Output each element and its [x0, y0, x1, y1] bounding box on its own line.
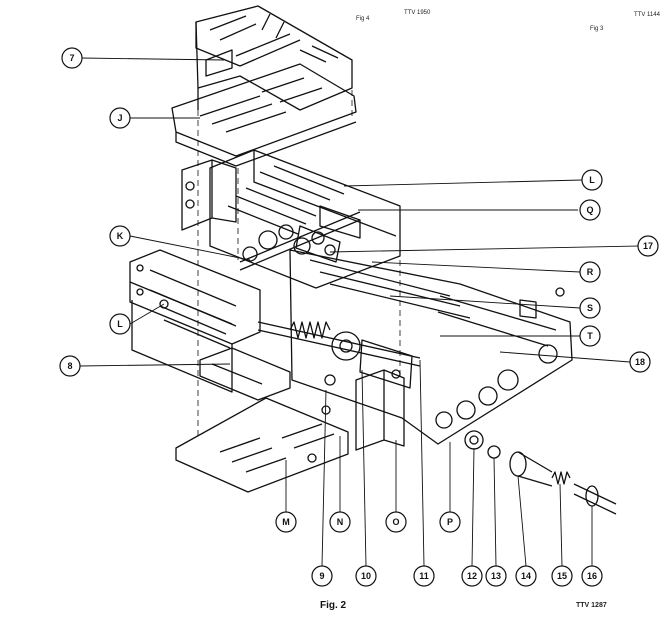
leader-lines — [79, 57, 639, 567]
svg-text:O: O — [392, 517, 399, 527]
callout-o: O — [385, 511, 407, 533]
callout-q: Q — [579, 199, 601, 221]
bottom-plate-m — [175, 397, 349, 493]
svg-text:11: 11 — [419, 571, 429, 581]
part-12-nut — [464, 430, 484, 450]
lower-bracket-o — [355, 369, 405, 451]
callout-14: 14 — [515, 565, 537, 587]
svg-text:17: 17 — [643, 241, 653, 251]
svg-text:M: M — [282, 517, 290, 527]
svg-text:P: P — [447, 517, 453, 527]
callout-16: 16 — [581, 565, 603, 587]
part-15-spring — [551, 471, 571, 485]
callout-10: 10 — [355, 565, 377, 587]
part-13-washer — [487, 445, 501, 459]
svg-text:K: K — [117, 231, 124, 241]
figure-caption: Fig. 2 — [320, 600, 347, 611]
callout-18: 18 — [629, 351, 651, 373]
callout-k: K — [109, 225, 131, 247]
svg-text:N: N — [337, 517, 344, 527]
callout-15: 15 — [551, 565, 573, 587]
callout-8: 8 — [59, 355, 81, 377]
footer-ref-code: TTV 1287 — [576, 602, 607, 609]
svg-text:L: L — [117, 319, 123, 329]
svg-text:R: R — [587, 267, 594, 277]
svg-text:J: J — [117, 113, 122, 123]
callout-p: P — [439, 511, 461, 533]
svg-text:10: 10 — [361, 571, 371, 581]
svg-text:Q: Q — [586, 205, 593, 215]
header-fig-label: Fig 4 — [356, 16, 370, 22]
svg-text:T: T — [587, 331, 593, 341]
callout-n: N — [329, 511, 351, 533]
callout-j: J — [109, 107, 131, 129]
shaft-assembly — [257, 321, 421, 415]
callout-17: 17 — [637, 235, 659, 257]
gear-cluster — [239, 211, 361, 271]
callout-l-bottom: L — [109, 313, 131, 335]
part-16-shaft — [573, 483, 617, 515]
callout-13: 13 — [485, 565, 507, 587]
callout-r: R — [579, 261, 601, 283]
callout-l-top: L — [581, 169, 603, 191]
svg-text:8: 8 — [67, 361, 72, 371]
svg-text:16: 16 — [587, 571, 597, 581]
svg-text:9: 9 — [319, 571, 324, 581]
callout-m: M — [275, 511, 297, 533]
header-fig-right: Fig 3 — [590, 26, 604, 32]
callout-11: 11 — [413, 565, 435, 587]
callout-9: 9 — [311, 565, 333, 587]
callout-s: S — [579, 297, 601, 319]
callout-7: 7 — [61, 47, 83, 69]
callout-12: 12 — [461, 565, 483, 587]
callout-t: T — [579, 325, 601, 347]
left-bracket — [181, 159, 237, 231]
right-chassis-frame — [289, 249, 573, 445]
left-lower-plate — [199, 347, 291, 401]
top-bracket — [195, 5, 353, 111]
svg-text:L: L — [589, 175, 595, 185]
svg-text:18: 18 — [635, 357, 645, 367]
side-frame-k — [129, 249, 261, 393]
svg-text:14: 14 — [521, 571, 531, 581]
header-code-right: TTV 1144 — [634, 12, 660, 18]
svg-text:S: S — [587, 303, 593, 313]
main-chassis — [209, 149, 401, 289]
header-code-center: TTV 1950 — [404, 10, 431, 16]
assembly-axes — [197, 60, 401, 440]
svg-text:15: 15 — [557, 571, 567, 581]
svg-text:7: 7 — [69, 53, 74, 63]
svg-text:13: 13 — [491, 571, 501, 581]
plate-j — [171, 63, 357, 167]
callouts: 7 J L Q K 17 R S L T 8 18 M N O P 9 10 1… — [59, 47, 659, 587]
part-14-bushing — [509, 451, 553, 487]
svg-text:12: 12 — [467, 571, 477, 581]
